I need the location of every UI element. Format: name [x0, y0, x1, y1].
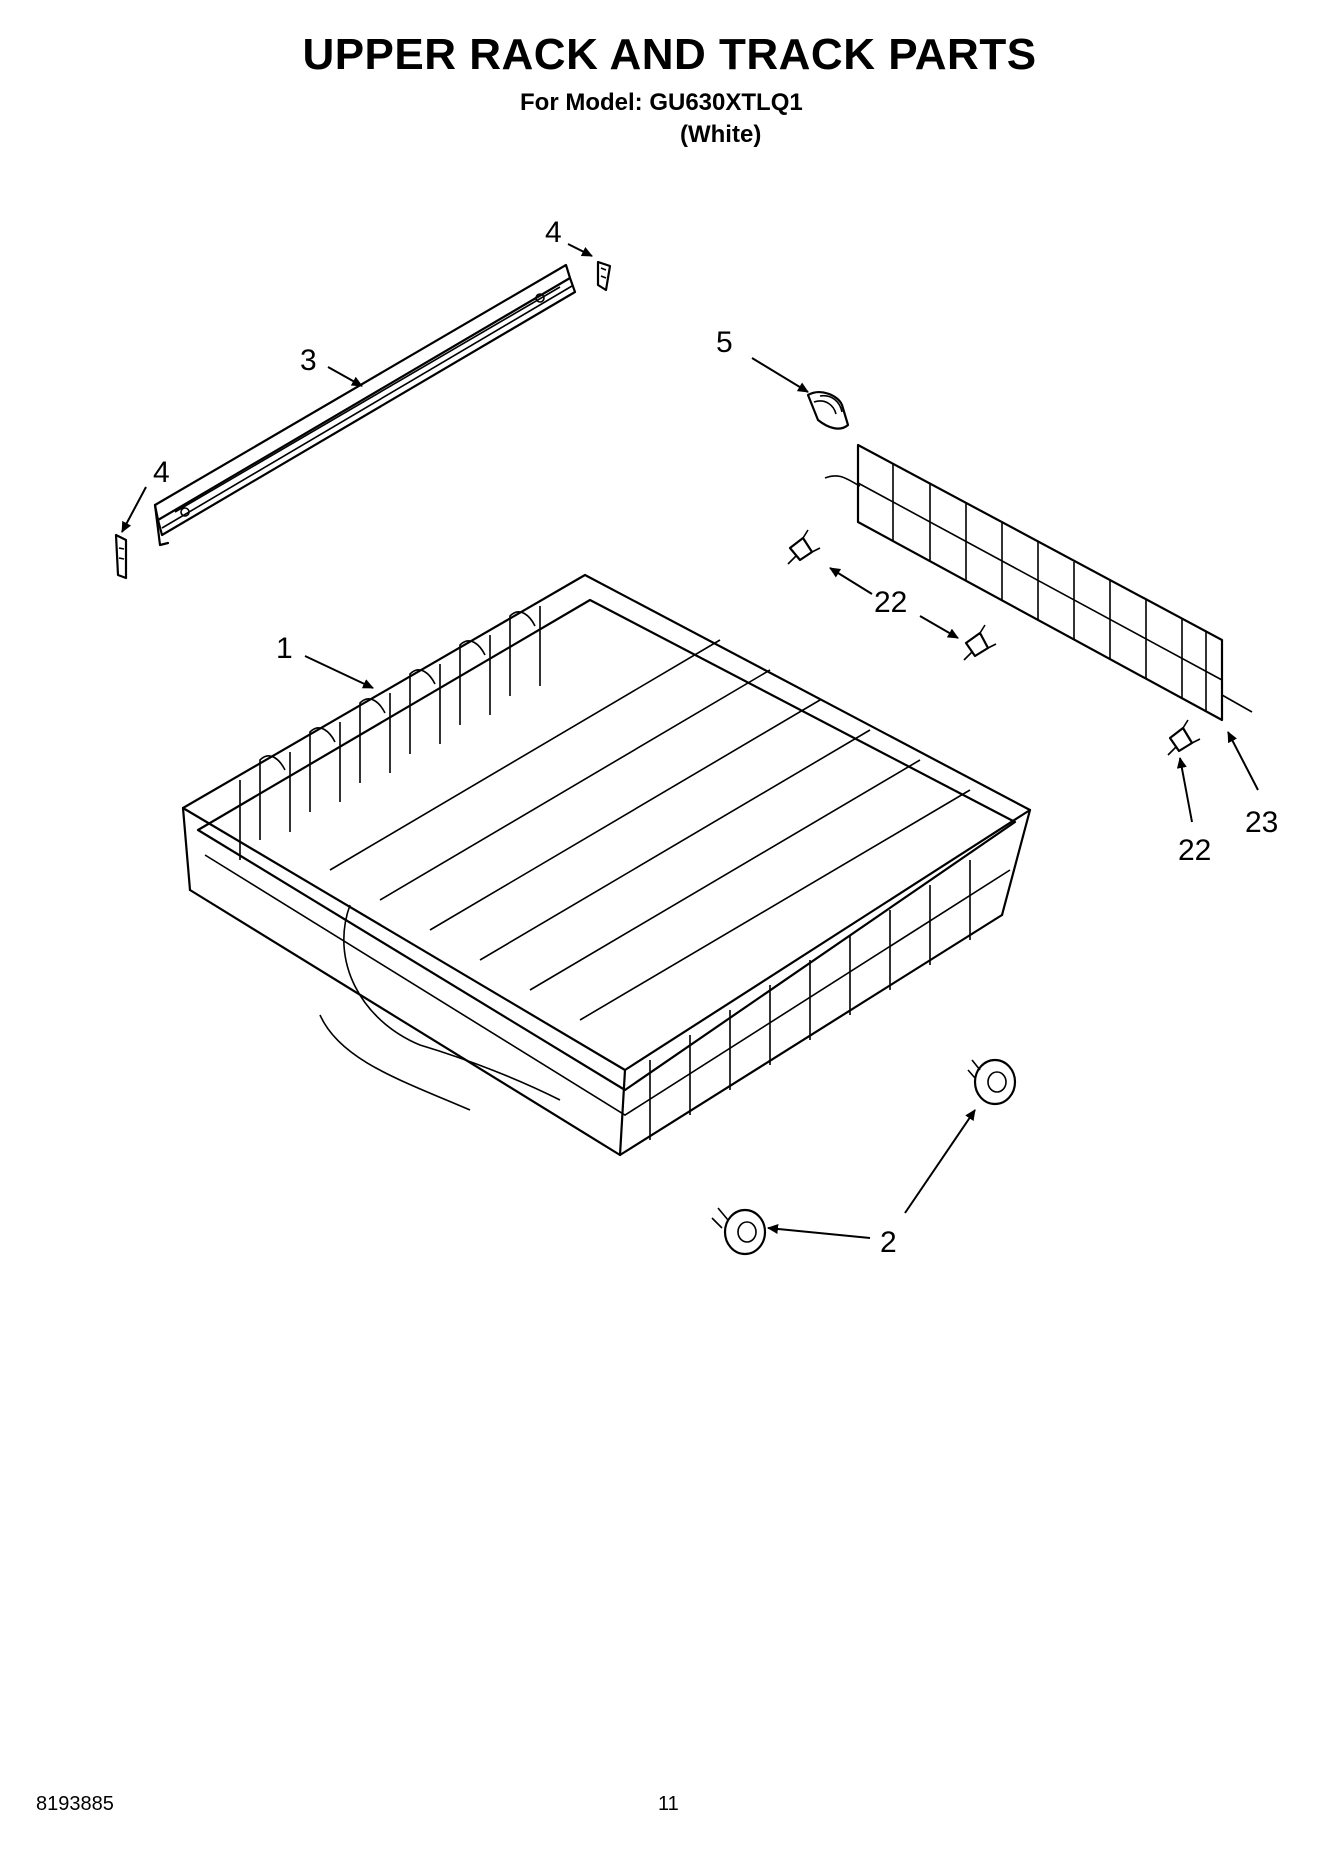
clip-part-22-b: [963, 624, 997, 661]
leader-lines: [121, 243, 1259, 1239]
grid-panel-part-23: [824, 443, 1253, 722]
callout-5: 5: [716, 326, 733, 359]
page-number: 11: [658, 1793, 679, 1815]
track-rail-part-3: [153, 263, 577, 547]
model-line: For Model: GU630XTLQ1: [520, 89, 803, 116]
callout-3: 3: [300, 344, 317, 377]
page-title: UPPER RACK AND TRACK PARTS: [302, 30, 1037, 79]
callout-23: 23: [1245, 806, 1278, 839]
document-number: 8193885: [36, 1793, 114, 1815]
callout-2: 2: [880, 1226, 897, 1259]
end-cap-part-4-left: [114, 533, 128, 580]
clip-part-22-c: [1167, 719, 1201, 756]
wheel-part-2-left: [711, 1207, 767, 1256]
callout-4-left: 4: [153, 456, 170, 489]
end-cap-part-4-top: [596, 260, 612, 292]
wheel-part-2-right: [967, 1058, 1017, 1106]
model-variant: (White): [680, 121, 762, 148]
callout-22-upper: 22: [874, 586, 907, 619]
clip-part-5: [806, 391, 850, 430]
callout-4-top: 4: [545, 216, 562, 249]
upper-rack-part-1: [181, 573, 1032, 1157]
clip-part-22-a: [787, 529, 821, 565]
callout-22-lower: 22: [1178, 834, 1211, 867]
callout-1: 1: [276, 632, 293, 665]
